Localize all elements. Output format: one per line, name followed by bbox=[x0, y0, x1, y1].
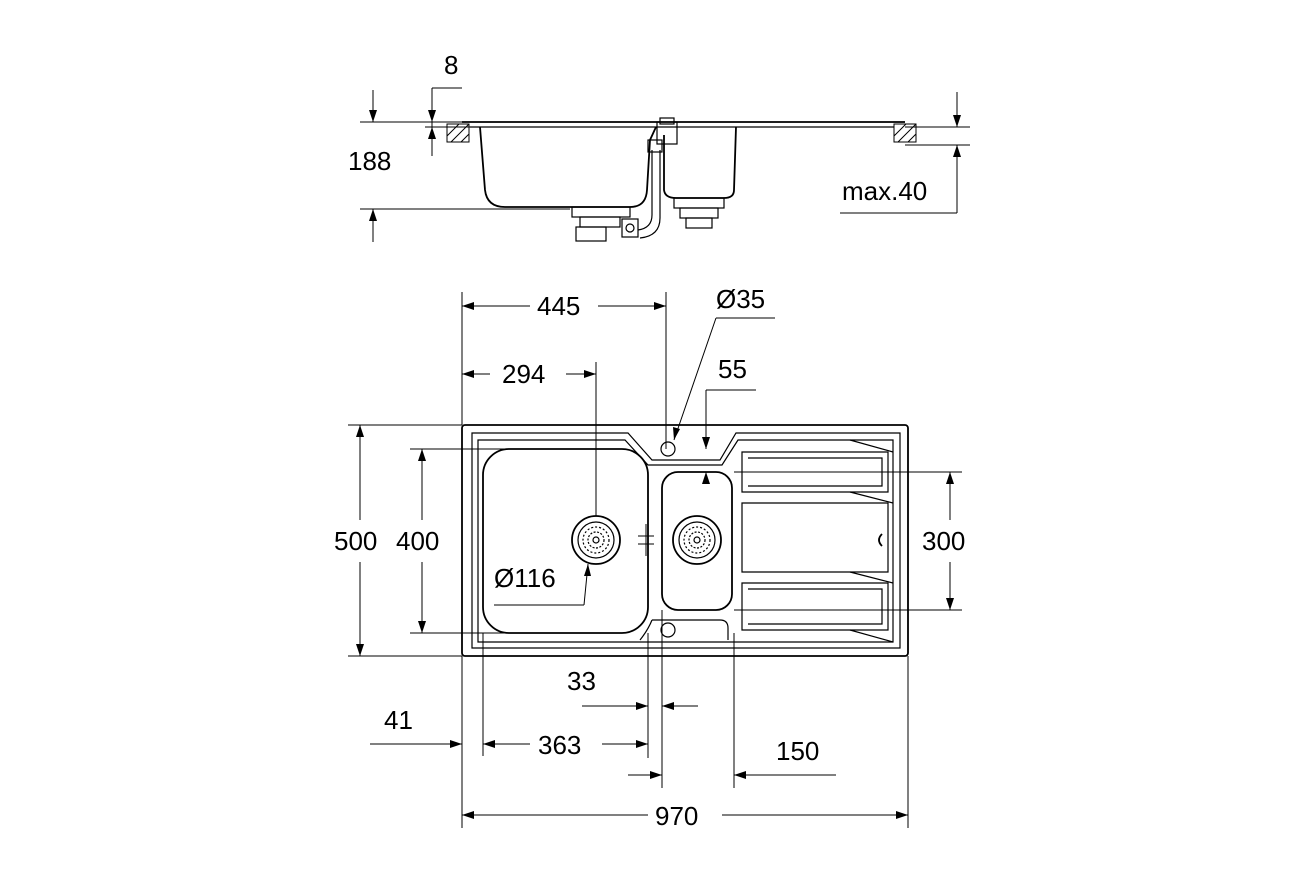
drainer-offset-label: 150 bbox=[776, 736, 819, 766]
tap-hole-top bbox=[660, 441, 676, 457]
top-view bbox=[461, 424, 909, 657]
small-bowl-height-label: 300 bbox=[922, 526, 965, 556]
overall-depth-label: 188 bbox=[348, 146, 391, 176]
tap-hole-dia-label: Ø35 bbox=[716, 284, 765, 314]
small-drain bbox=[672, 515, 722, 565]
flange-thickness-label: 8 bbox=[444, 50, 458, 80]
left-support-hatch bbox=[446, 123, 470, 143]
tap-to-small-bowl-label: 55 bbox=[718, 354, 747, 384]
main-bowl-width-label: 363 bbox=[538, 730, 581, 760]
bowl-gap-label: 33 bbox=[567, 666, 596, 696]
edge-margin-label: 41 bbox=[384, 705, 413, 735]
main-drain bbox=[571, 515, 621, 565]
side-view bbox=[446, 117, 917, 242]
tap-hole-bottom bbox=[660, 622, 676, 638]
small-bowl bbox=[661, 471, 733, 611]
worktop-max-label: max.40 bbox=[842, 176, 927, 206]
small-bowl-profile bbox=[663, 126, 737, 199]
overall-height-label: 500 bbox=[334, 526, 377, 556]
sink-outline bbox=[461, 424, 909, 657]
width-to-tap-label: 445 bbox=[537, 291, 580, 321]
drainer-area bbox=[741, 439, 894, 643]
main-bowl-height-label: 400 bbox=[396, 526, 439, 556]
right-support-hatch bbox=[893, 123, 917, 143]
main-bowl-profile bbox=[479, 126, 657, 208]
width-to-main-drain-label: 294 bbox=[502, 359, 545, 389]
overall-width-label: 970 bbox=[655, 801, 698, 831]
side-dimensions: 8 188 max.40 bbox=[348, 50, 970, 242]
top-dimensions: 445 Ø35 294 55 500 400 bbox=[334, 284, 965, 831]
main-drain-dia-label: Ø116 bbox=[494, 563, 556, 593]
